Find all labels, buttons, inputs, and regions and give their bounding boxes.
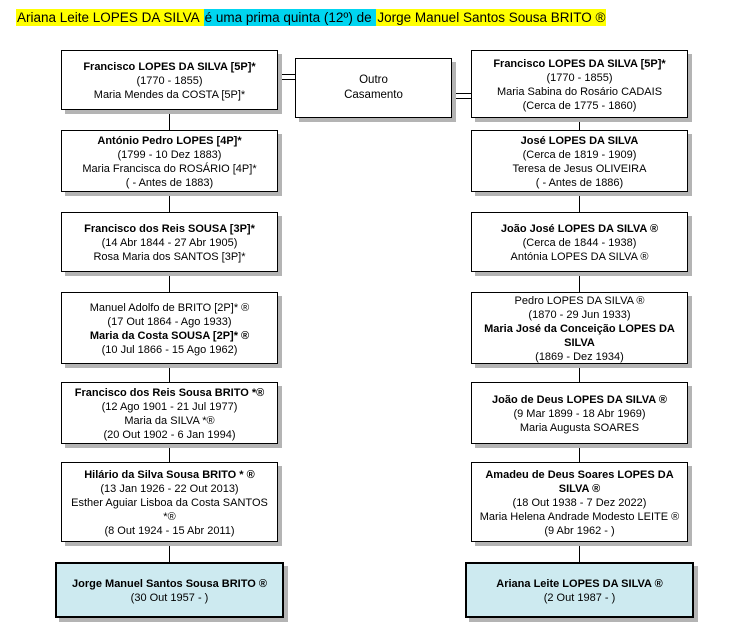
person-name-primary: João José LOPES DA SILVA ® — [500, 223, 659, 235]
person-dates-primary: (13 Jan 1926 - 22 Out 2013) — [100, 483, 239, 495]
person-box-right-5[interactable]: Amadeu de Deus Soares LOPES DA SILVA ® (… — [471, 462, 688, 542]
person-name-spouse: Esther Aguiar Lisboa da Costa SANTOS *® — [71, 497, 268, 523]
banner-segment-person-a: Ariana Leite LOPES DA SILVA — [16, 9, 204, 26]
banner-segment-person-b: Jorge Manuel Santos Sousa BRITO ® — [376, 9, 607, 26]
person-name-spouse: Rosa Maria dos SANTOS [3P]* — [93, 251, 246, 263]
person-name-primary: Francisco dos Reis Sousa BRITO *® — [74, 387, 265, 399]
person-name-primary: Manuel Adolfo de BRITO [2P]* ® — [89, 302, 250, 314]
person-name-primary: Francisco LOPES DA SILVA [5P]* — [493, 58, 666, 70]
person-name-spouse: Maria Helena Andrade Modesto LEITE ® — [479, 511, 680, 523]
person-name-primary: João de Deus LOPES DA SILVA ® — [492, 394, 667, 406]
descent-line-left-6 — [169, 542, 170, 562]
descent-line-left-1 — [169, 110, 170, 130]
descent-line-left-5 — [169, 444, 170, 462]
person-name-primary: Francisco dos Reis SOUSA [3P]* — [84, 223, 255, 235]
person-name-spouse: Maria Mendes da COSTA [5P]* — [93, 89, 246, 101]
person-dates-spouse: ( - Antes de 1886) — [535, 177, 624, 189]
person-dates-spouse: (10 Jul 1866 - 15 Ago 1962) — [101, 344, 238, 356]
person-name-spouse: Maria da Costa SOUSA [2P]* ® — [89, 330, 250, 342]
person-name-primary: José LOPES DA SILVA — [520, 135, 639, 147]
marriage-connector-right-top — [449, 93, 472, 94]
person-box-right-2[interactable]: João José LOPES DA SILVA ® (Cerca de 184… — [471, 212, 688, 272]
person-dates-spouse: (9 Abr 1962 - ) — [544, 525, 615, 537]
person-box-left-2[interactable]: Francisco dos Reis SOUSA [3P]* (14 Abr 1… — [61, 212, 278, 272]
person-dates-primary: (1799 - 10 Dez 1883) — [117, 149, 222, 161]
other-marriage-line1: Outro — [359, 74, 388, 86]
person-name-spouse: Maria José da Conceição LOPES DA SILVA — [484, 323, 675, 349]
marriage-connector-left-top — [278, 74, 298, 75]
person-name-spouse: Antónia LOPES DA SILVA ® — [510, 251, 649, 263]
person-name-primary: Ariana Leite LOPES DA SILVA ® — [496, 578, 663, 590]
descent-line-right-2 — [579, 192, 580, 212]
person-dates-primary: (2 Out 1987 - ) — [543, 592, 616, 604]
descent-line-right-3 — [579, 272, 580, 292]
person-name-primary: Francisco LOPES DA SILVA [5P]* — [83, 61, 256, 73]
person-box-right-4[interactable]: João de Deus LOPES DA SILVA ® (9 Mar 189… — [471, 382, 688, 444]
person-name-primary: Jorge Manuel Santos Sousa BRITO ® — [72, 578, 267, 590]
person-dates-primary: (12 Ago 1901 - 21 Jul 1977) — [101, 401, 238, 413]
person-name-spouse: Maria Sabina do Rosário CADAIS — [496, 86, 663, 98]
person-box-left-focus[interactable]: Jorge Manuel Santos Sousa BRITO ® (30 Ou… — [55, 562, 284, 618]
person-name-spouse: Maria Francisca do ROSÁRIO [4P]* — [82, 163, 257, 175]
person-box-right-focus[interactable]: Ariana Leite LOPES DA SILVA ® (2 Out 198… — [465, 562, 694, 618]
marriage-connector-left-bottom — [278, 79, 298, 80]
person-dates-primary: (Cerca de 1819 - 1909) — [522, 149, 637, 161]
other-marriage-line2: Casamento — [344, 89, 403, 101]
relationship-banner: Ariana Leite LOPES DA SILVA é uma prima … — [16, 8, 607, 27]
person-dates-primary: (18 Out 1938 - 7 Dez 2022) — [512, 497, 647, 509]
person-box-left-1[interactable]: António Pedro LOPES [4P]* (1799 - 10 Dez… — [61, 130, 278, 192]
descent-line-left-2 — [169, 192, 170, 212]
person-dates-primary: (1770 - 1855) — [546, 72, 613, 84]
person-dates-spouse: (Cerca de 1775 - 1860) — [522, 100, 637, 112]
person-name-primary: Amadeu de Deus Soares LOPES DA SILVA ® — [485, 469, 674, 495]
person-box-right-0[interactable]: Francisco LOPES DA SILVA [5P]* (1770 - 1… — [471, 50, 688, 118]
descent-line-right-1 — [579, 118, 580, 130]
person-dates-primary: (14 Abr 1844 - 27 Abr 1905) — [101, 237, 238, 249]
person-name-primary: Pedro LOPES DA SILVA ® — [514, 295, 645, 307]
person-name-spouse: Maria da SILVA *® — [124, 415, 215, 427]
person-box-right-3[interactable]: Pedro LOPES DA SILVA ® (1870 - 29 Jun 19… — [471, 292, 688, 364]
person-box-left-5[interactable]: Hilário da Silva Sousa BRITO * ® (13 Jan… — [61, 462, 278, 542]
descent-line-left-4 — [169, 364, 170, 382]
descent-line-right-4 — [579, 364, 580, 382]
person-box-left-4[interactable]: Francisco dos Reis Sousa BRITO *® (12 Ag… — [61, 382, 278, 444]
person-dates-primary: (1770 - 1855) — [136, 75, 203, 87]
other-marriage-box[interactable]: Outro Casamento — [295, 58, 452, 118]
person-dates-primary: (1870 - 29 Jun 1933) — [528, 309, 631, 321]
person-dates-primary: (Cerca de 1844 - 1938) — [522, 237, 637, 249]
marriage-connector-right-bottom — [449, 98, 472, 99]
person-box-right-1[interactable]: José LOPES DA SILVA (Cerca de 1819 - 190… — [471, 130, 688, 192]
person-dates-spouse: ( - Antes de 1883) — [125, 177, 214, 189]
descent-line-right-6 — [579, 542, 580, 562]
person-dates-spouse: (20 Out 1902 - 6 Jan 1994) — [103, 429, 236, 441]
person-box-left-0[interactable]: Francisco LOPES DA SILVA [5P]* (1770 - 1… — [61, 50, 278, 110]
banner-segment-relation: é uma prima quinta (12º) de — [203, 9, 377, 26]
descent-line-right-5 — [579, 444, 580, 462]
person-name-primary: António Pedro LOPES [4P]* — [97, 135, 242, 147]
person-dates-primary: (30 Out 1957 - ) — [130, 592, 209, 604]
person-dates-primary: (17 Out 1864 - Ago 1933) — [107, 316, 232, 328]
person-name-spouse: Teresa de Jesus OLIVEIRA — [512, 163, 647, 175]
person-dates-spouse: (1869 - Dez 1934) — [535, 351, 624, 363]
person-dates-primary: (9 Mar 1899 - 18 Abr 1969) — [513, 408, 646, 420]
person-dates-spouse: (8 Out 1924 - 15 Abr 2011) — [104, 525, 235, 537]
descent-line-left-3 — [169, 272, 170, 292]
person-box-left-3[interactable]: Manuel Adolfo de BRITO [2P]* ® (17 Out 1… — [61, 292, 278, 364]
person-name-primary: Hilário da Silva Sousa BRITO * ® — [84, 469, 255, 481]
person-name-spouse: Maria Augusta SOARES — [519, 422, 640, 434]
